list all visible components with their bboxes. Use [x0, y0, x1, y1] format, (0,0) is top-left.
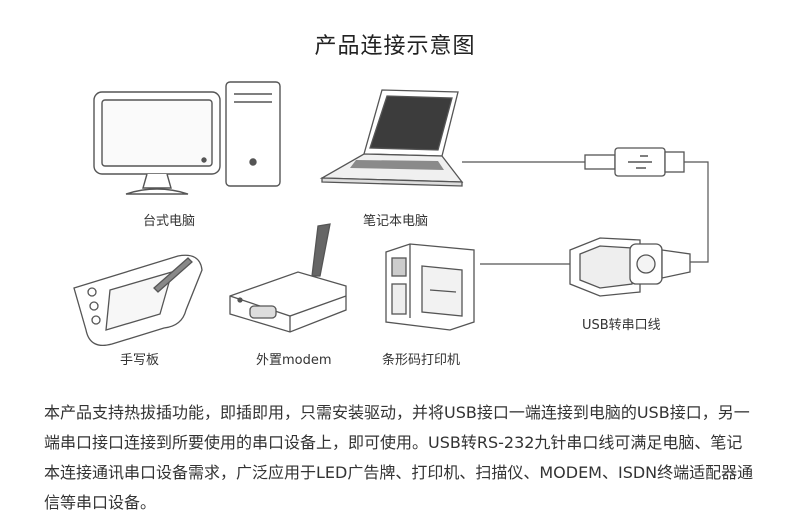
label-laptop: 笔记本电脑 — [363, 214, 429, 229]
label-modem: 外置modem — [256, 353, 332, 368]
label-desktop: 台式电脑 — [143, 214, 196, 229]
modem-icon — [229, 223, 347, 333]
laptop-icon — [319, 89, 464, 187]
connection-diagram — [73, 81, 709, 347]
usb-cable-line — [684, 161, 709, 263]
barcode-printer-icon — [385, 243, 475, 331]
page-title: 产品连接示意图 — [314, 34, 476, 59]
drawing-tablet-icon — [73, 254, 203, 347]
connection-lines — [462, 161, 709, 265]
product-description: 本产品支持热拔插功能，即插即用，只需安装驱动，并将USB接口一端连接到电脑的US… — [44, 403, 754, 512]
label-tablet: 手写板 — [120, 353, 160, 368]
desktop-computer-icon — [93, 81, 281, 195]
label-cable: USB转串口线 — [582, 318, 661, 333]
usb-connector-icon — [584, 147, 685, 177]
label-printer: 条形码打印机 — [382, 353, 461, 368]
serial-connector-icon — [569, 237, 691, 297]
